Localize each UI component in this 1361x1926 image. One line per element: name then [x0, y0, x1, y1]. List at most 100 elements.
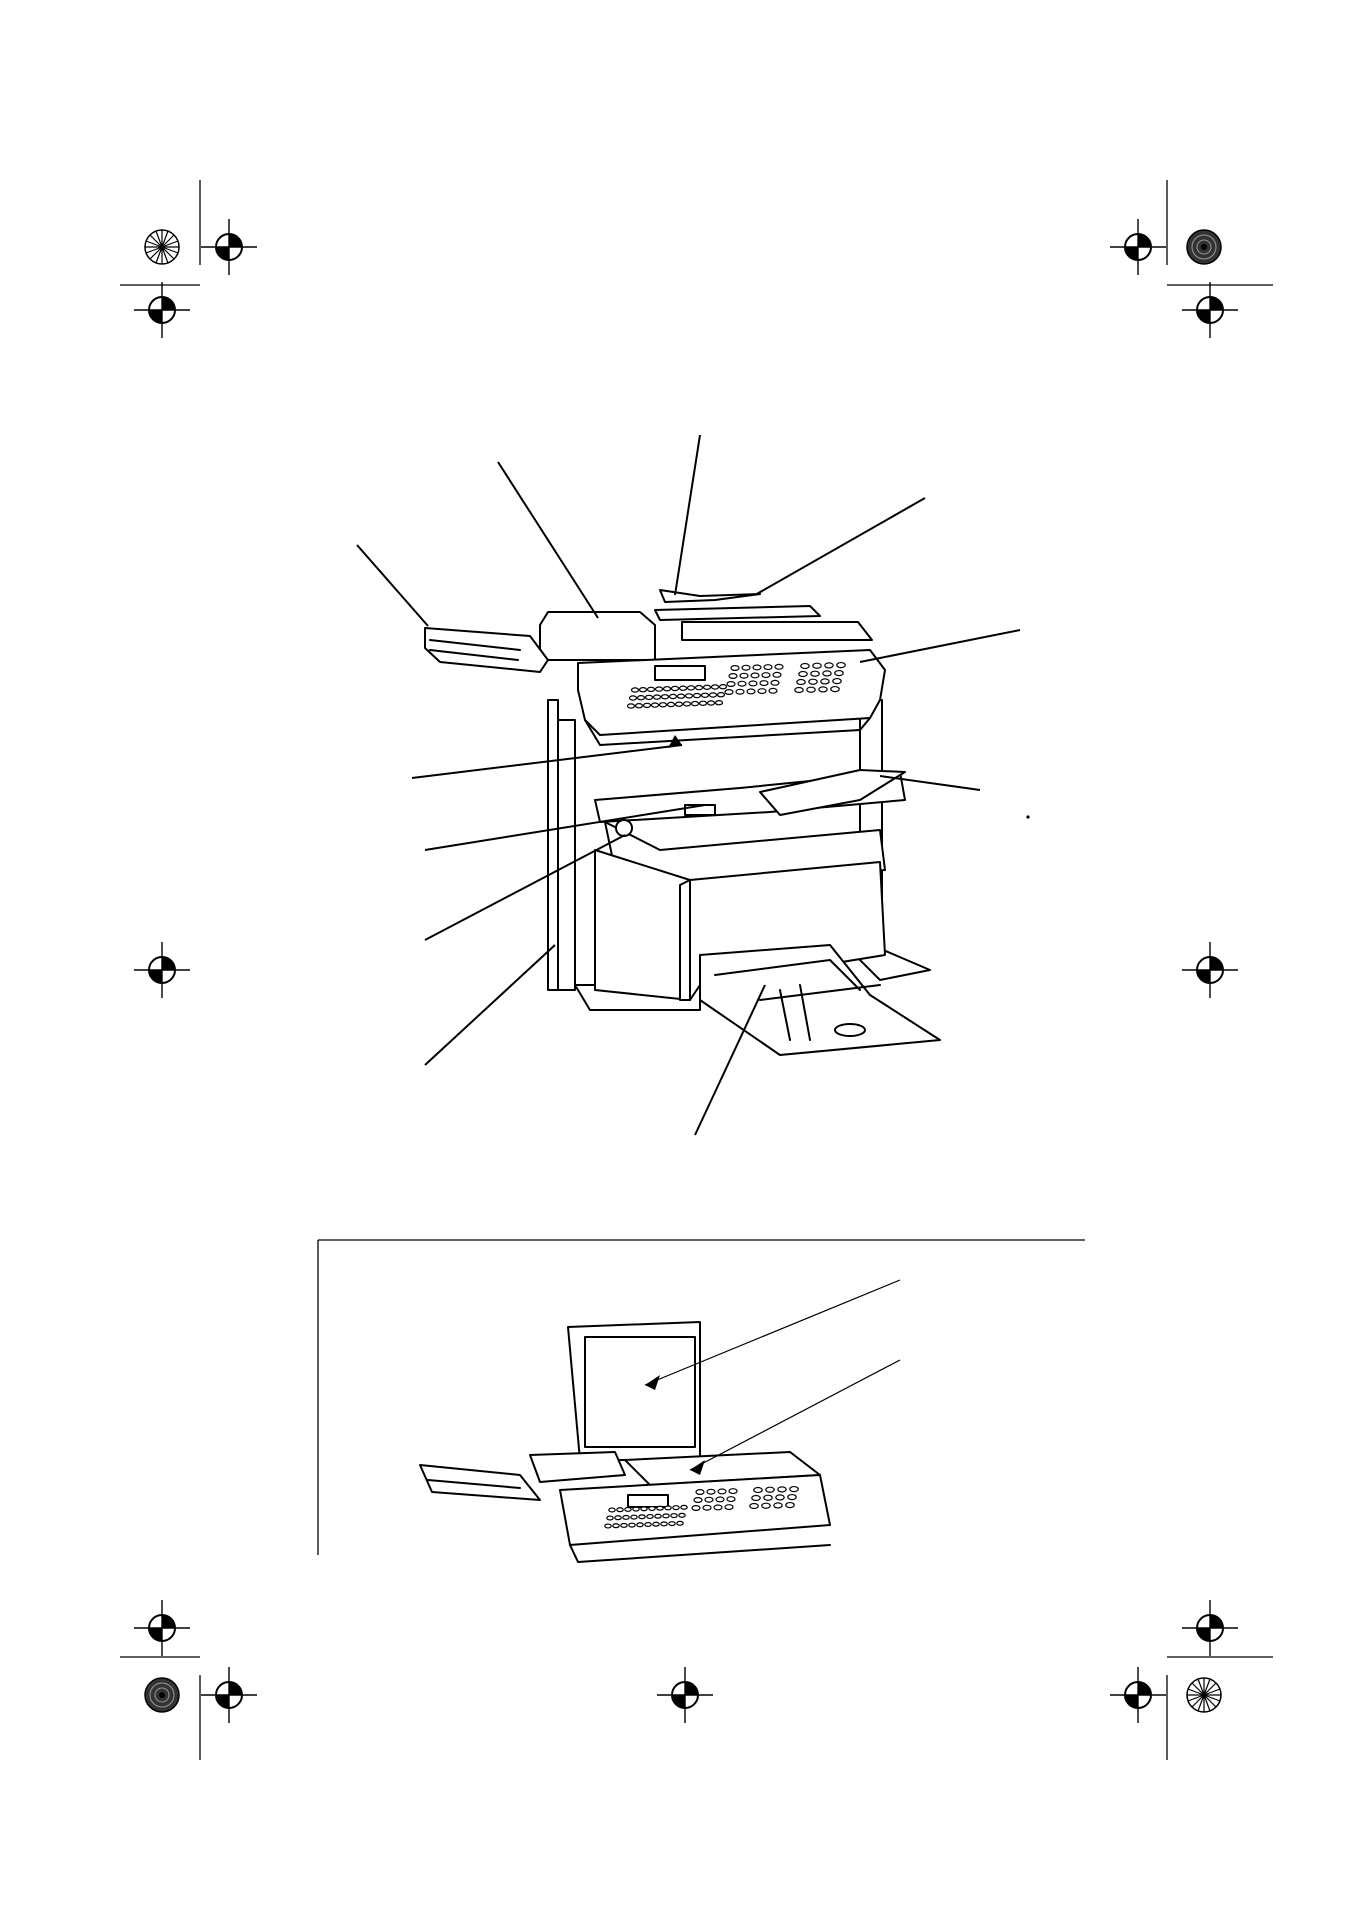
keypad-key-icon [666, 701, 676, 708]
keypad-key-icon [768, 687, 778, 694]
keypad-key-icon [606, 1515, 614, 1521]
keypad-key-icon [664, 1505, 672, 1511]
keypad-key-icon [787, 1493, 797, 1501]
keypad-key-icon [630, 1514, 638, 1520]
inset-machine-diagram [419, 1279, 901, 1563]
keypad-key-icon [670, 1513, 678, 1519]
keypad-key-icon [684, 693, 694, 699]
keypad-key-icon [690, 700, 700, 707]
keypad-key-icon [670, 685, 680, 692]
keypad-key-icon [830, 685, 840, 693]
keypad-key-icon [820, 678, 830, 685]
keypad-key-icon [656, 1505, 664, 1511]
registration-mark-icon [1181, 941, 1239, 999]
keypad-key-icon [693, 1496, 703, 1503]
keypad-key-icon [638, 1514, 646, 1520]
keypad-key-icon [622, 1514, 630, 1520]
registration-mark-icon [133, 1599, 191, 1657]
keypad-key-icon [773, 1502, 783, 1509]
registration-mark-icon [200, 218, 258, 276]
keypad-key-icon [628, 695, 638, 701]
keypad-key-icon [718, 684, 728, 690]
registration-mark-icon [1181, 1599, 1239, 1657]
keypad-key-icon [695, 1488, 705, 1495]
keypad-key-icon [717, 1488, 727, 1495]
keypad-key-icon [710, 684, 720, 690]
keypad-key-icon [737, 680, 747, 687]
keypad-key-icon [775, 1494, 785, 1501]
keypad-key-icon [706, 700, 716, 706]
keypad-key-icon [714, 700, 724, 706]
keypad-key-icon [632, 1506, 640, 1512]
keypad-key-icon [654, 686, 664, 692]
keypad-key-icon [702, 1504, 712, 1511]
keypad-key-icon [662, 1513, 670, 1519]
keypad-key-icon [646, 686, 656, 693]
keypad-key-icon [660, 1521, 668, 1527]
keypad-key-icon [638, 687, 648, 693]
keypad-key-icon [654, 1513, 662, 1519]
keypad-key-icon [777, 1486, 787, 1493]
keypad-key-icon [608, 1507, 616, 1513]
keypad-key-icon [692, 692, 702, 699]
keypad-key-icon [706, 1488, 716, 1495]
keypad-key-icon [810, 670, 820, 677]
registration-mark-icon [1109, 218, 1167, 276]
keypad-key-icon [660, 694, 670, 700]
color-wheel-icon [1186, 1677, 1222, 1713]
keypad-key-icon [713, 1504, 723, 1511]
keypad-key-icon [678, 1512, 686, 1518]
keypad-key-icon [789, 1485, 799, 1493]
registration-mark-icon [1181, 281, 1239, 339]
keypad-key-icon [748, 680, 758, 687]
keypad-key-icon [620, 1522, 628, 1528]
keypad-key-icon [836, 661, 846, 669]
keypad-key-icon [806, 686, 816, 693]
keypad-key-icon [749, 1502, 759, 1510]
keypad-key-icon [794, 686, 804, 694]
keypad-key-icon [761, 672, 771, 679]
keypad-key-icon [739, 672, 749, 679]
keypad-key-icon [808, 678, 818, 685]
keypad-key-icon [730, 664, 740, 671]
keypad-key-icon [812, 662, 822, 669]
keypad-key-icon [614, 1515, 622, 1521]
registration-mark-icon [656, 1666, 714, 1724]
color-wheel-icon [1186, 229, 1222, 265]
keypad-key-icon [644, 694, 654, 701]
keypad-key-icon [708, 692, 718, 698]
keypad-key-icon [668, 693, 678, 700]
keypad-key-icon [634, 703, 644, 709]
keypad-key-icon [702, 684, 712, 691]
keypad-key-icon [652, 694, 662, 700]
keypad-key-icon [624, 1506, 632, 1512]
keypad-key-icon [642, 702, 652, 709]
keypad-key-icon [648, 1505, 656, 1512]
crop-marks [120, 180, 1273, 1760]
registration-mark-icon [133, 941, 191, 999]
keypad-key-icon [796, 678, 806, 686]
keypad-key-icon [735, 688, 745, 695]
keypad-key-icon [680, 1504, 688, 1510]
keypad-key-icon [724, 688, 734, 695]
keypad-key-icon [658, 702, 668, 708]
keypad-key-icon [770, 679, 780, 686]
keypad-key-icon [834, 669, 844, 677]
keypad-key-icon [686, 685, 696, 691]
keypad-key-icon [694, 684, 704, 691]
keypad-key-icon [672, 1505, 680, 1511]
keypad-key-icon [750, 672, 760, 679]
keypad-key-icon [604, 1523, 612, 1529]
keypad-key-icon [668, 1521, 676, 1527]
keypad-key-icon [715, 1496, 725, 1503]
keypad-key-icon [728, 1488, 738, 1495]
keypad-key-icon [676, 693, 686, 699]
keypad-key-icon [772, 671, 782, 678]
keypad-key-icon [676, 1520, 684, 1526]
keypad-key-icon [674, 701, 684, 707]
keypad-key-icon [832, 677, 842, 685]
registration-mark-icon [200, 1666, 258, 1724]
keypad-key-icon [678, 685, 688, 691]
keypad-key-icon [716, 692, 726, 698]
